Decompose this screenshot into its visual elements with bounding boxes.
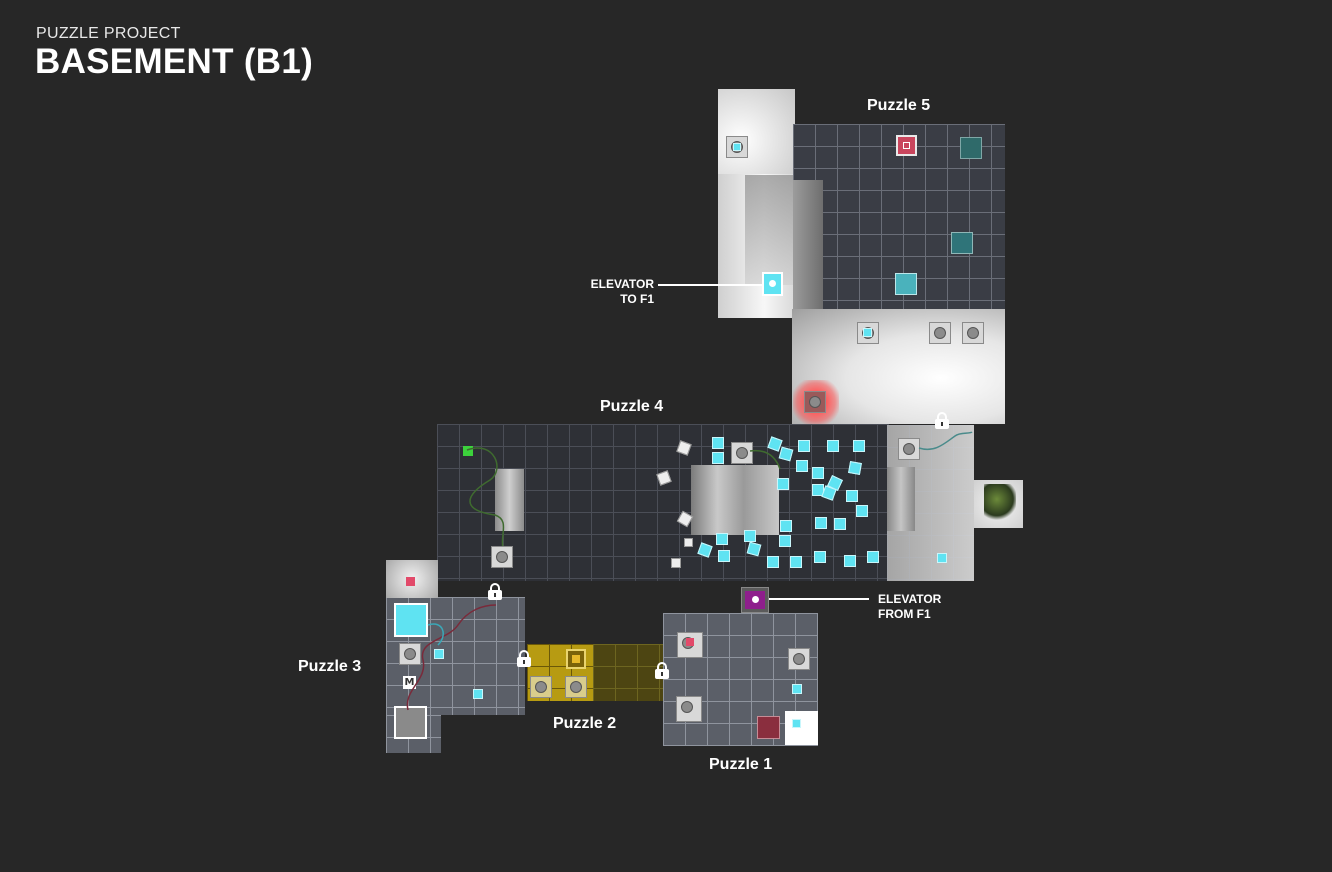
floor-title: BASEMENT (B1): [35, 42, 314, 81]
cube: [827, 440, 839, 452]
cube: [848, 461, 862, 475]
cube: [814, 551, 826, 563]
lock-icon: [655, 662, 669, 679]
callout-elevator-from-f1: ELEVATOR FROM F1: [878, 592, 942, 621]
red-marker: [686, 638, 694, 646]
cube: [853, 440, 865, 452]
lower-cube: [863, 328, 872, 337]
lock-icon: [935, 412, 949, 429]
cube: [777, 478, 789, 490]
cube: [790, 556, 802, 568]
puzzle-2-label: Puzzle 2: [553, 715, 617, 732]
elevator-from-f1-leader: [769, 598, 869, 600]
red-button[interactable]: [896, 135, 917, 156]
cube: [856, 505, 868, 517]
corridor-shadow: [745, 175, 795, 285]
cube: [844, 555, 856, 567]
wire: [466, 447, 505, 549]
cube: [779, 535, 791, 547]
cube: [473, 689, 483, 699]
puzzle-4-pillar: [495, 469, 524, 531]
cube: [718, 550, 730, 562]
puzzle-2-olive-floor: [593, 644, 663, 701]
white-cube: [671, 558, 681, 568]
lower-pad: [962, 322, 984, 344]
elevator-icon: [769, 280, 776, 287]
wire: [406, 604, 497, 711]
puzzle-4-label: Puzzle 4: [600, 398, 664, 415]
puzzle-3-pad: [399, 643, 421, 665]
puzzle-1-pad: [676, 696, 702, 722]
puzzle-5-ramp: [793, 180, 823, 310]
cube: [712, 452, 724, 464]
puzzle-5-label: Puzzle 5: [867, 97, 931, 114]
red-marker: [406, 577, 415, 586]
cube: [846, 490, 858, 502]
lower-pad: [929, 322, 951, 344]
cube: [798, 440, 810, 452]
cube: [796, 460, 808, 472]
cube: [712, 437, 724, 449]
teal-block: [951, 232, 973, 254]
m-marker: M: [403, 676, 416, 689]
white-block: [785, 711, 818, 745]
cube: [867, 551, 879, 563]
cube: [744, 530, 756, 542]
cube: [716, 533, 728, 545]
callout-elevator-to-f1: ELEVATOR TO F1: [590, 277, 654, 306]
puzzle-4-center-block: [691, 465, 779, 535]
elevator-icon: [752, 596, 759, 603]
lock-icon: [488, 583, 502, 600]
center-pad: [731, 442, 753, 464]
yellow-button[interactable]: [566, 649, 586, 669]
green-switch[interactable]: [463, 446, 473, 456]
wire: [918, 431, 973, 450]
elevator-to-f1[interactable]: [762, 272, 783, 296]
plant-icon: [984, 484, 1016, 522]
right-room-pad: [898, 438, 920, 460]
grey-block: [394, 706, 427, 739]
cube: [767, 556, 779, 568]
wire: [749, 449, 781, 470]
corridor-top-room: [718, 89, 795, 174]
right-room-pillar: [887, 467, 915, 531]
puzzle-4-pad: [491, 546, 513, 568]
cube: [780, 520, 792, 532]
cube: [792, 684, 802, 694]
red-pad: [804, 391, 826, 413]
puzzle-1-label: Puzzle 1: [709, 756, 773, 773]
lock-icon: [517, 650, 531, 667]
cube: [815, 517, 827, 529]
cube: [937, 553, 947, 563]
teal-block: [960, 137, 982, 159]
project-label: PUZZLE PROJECT: [36, 25, 181, 42]
cube: [834, 518, 846, 530]
puzzle-3-label: Puzzle 3: [298, 658, 362, 675]
puzzle-1-pad: [788, 648, 810, 670]
cube: [434, 649, 444, 659]
large-cyan-block: [394, 603, 428, 637]
maroon-block: [757, 716, 780, 739]
puzzle-2-pad: [565, 676, 587, 698]
corridor-cube: [733, 143, 741, 151]
puzzle-2-pad: [530, 676, 552, 698]
white-cube: [684, 538, 693, 547]
cube: [792, 719, 801, 728]
elevator-from-f1[interactable]: [741, 587, 769, 613]
cube: [812, 467, 824, 479]
teal-block: [895, 273, 917, 295]
elevator-to-f1-leader: [658, 284, 762, 286]
